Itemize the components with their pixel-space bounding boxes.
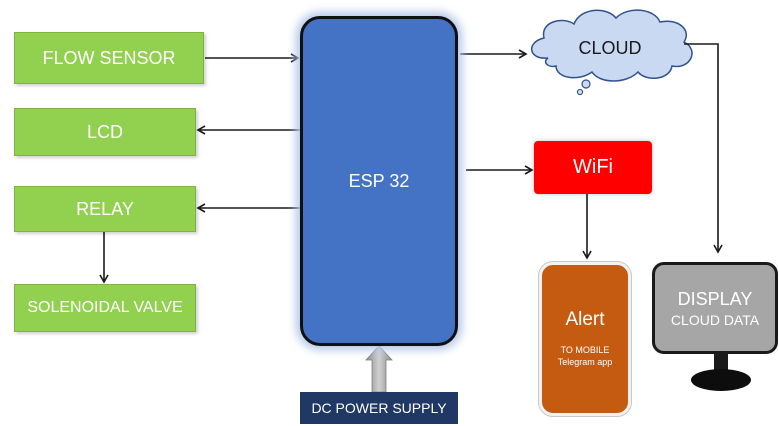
flow-sensor-box: FLOW SENSOR (14, 32, 204, 84)
display-subtitle: CLOUD DATA (670, 311, 760, 328)
alert-mobile-box: Alert TO MOBILE Telegram app (538, 261, 632, 417)
solenoid-valve-label: SOLENOIDAL VALVE (27, 299, 183, 316)
lcd-label: LCD (86, 121, 123, 142)
alert-subtitle: TO MOBILE Telegram app (558, 345, 613, 368)
alert-line-1: TO MOBILE (560, 345, 610, 355)
alert-title: Alert (565, 309, 605, 330)
arrow-power-to-esp32 (365, 345, 393, 393)
esp32-box: ESP 32 (300, 16, 458, 346)
cloud-shape (531, 9, 693, 96)
display-stand (691, 354, 751, 391)
solenoid-valve-box: SOLENOIDAL VALVE (14, 284, 196, 332)
relay-box: RELAY (14, 186, 196, 232)
wifi-label: WiFi (573, 156, 613, 178)
wifi-box: WiFi (534, 141, 652, 194)
flow-sensor-label: FLOW SENSOR (42, 47, 176, 68)
display-title: DISPLAY (677, 288, 753, 309)
relay-label: RELAY (76, 198, 134, 219)
alert-line-2: Telegram app (557, 356, 613, 367)
display-monitor: DISPLAY CLOUD DATA (652, 262, 778, 354)
lcd-box: LCD (14, 108, 196, 156)
dc-power-supply-box: DC POWER SUPPLY (300, 392, 458, 424)
cloud-label: CLOUD (578, 37, 642, 58)
dc-power-supply-label: DC POWER SUPPLY (311, 400, 447, 416)
esp32-label: ESP 32 (348, 170, 410, 191)
arrow-cloud-to-display (684, 43, 723, 254)
